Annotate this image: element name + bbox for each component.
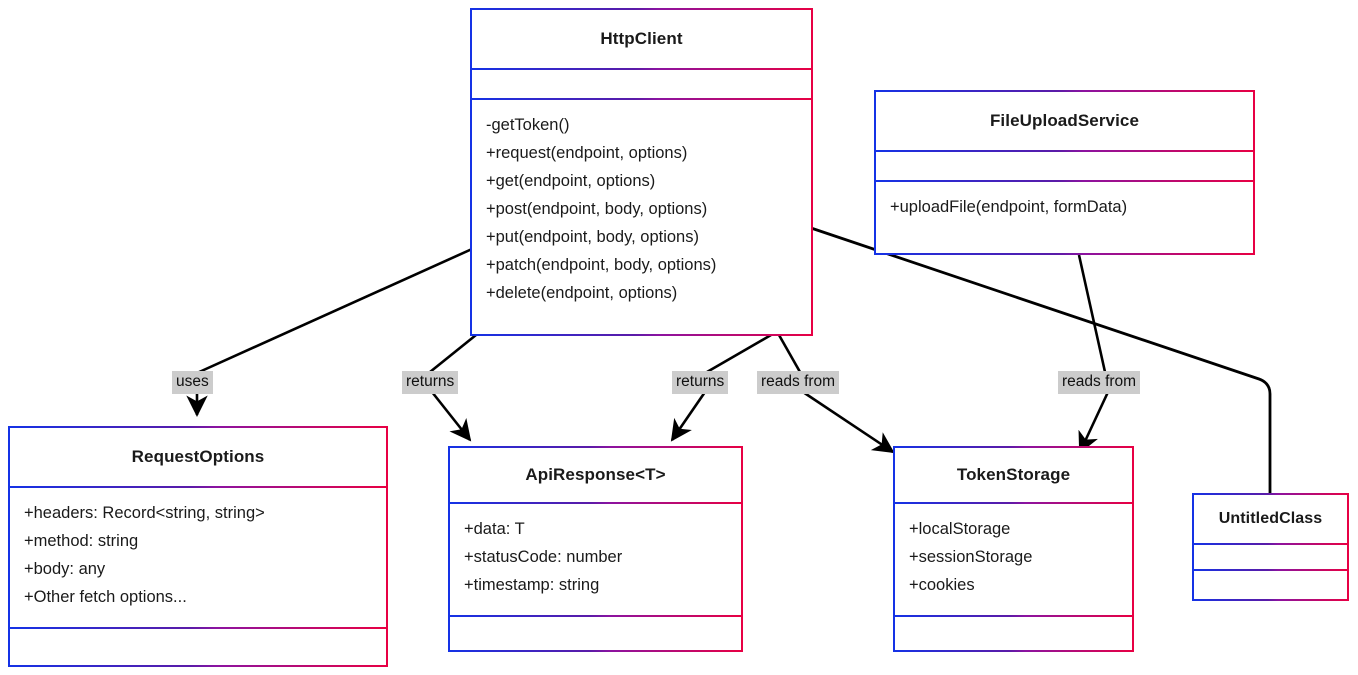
class-attributes-fileuploadservice [876,150,1253,180]
class-httpclient[interactable]: HttpClient -getToken() +request(endpoint… [470,8,813,336]
class-attributes-tokenstorage: +localStorage +sessionStorage +cookies [895,502,1132,615]
edge-label-uses: uses [172,371,213,394]
member-item: +Other fetch options... [24,588,187,606]
class-attributes-httpclient [472,68,811,98]
class-tokenstorage[interactable]: TokenStorage +localStorage +sessionStora… [893,446,1134,652]
class-title-apiresponse: ApiResponse<T> [450,448,741,502]
member-item: +cookies [909,576,975,594]
class-title-httpclient: HttpClient [472,10,811,68]
member-item: +request(endpoint, options) [486,144,688,162]
class-fileuploadservice[interactable]: FileUploadService +uploadFile(endpoint, … [874,90,1255,255]
class-methods-tokenstorage [895,615,1132,650]
edge-reads-from-2 [1077,254,1110,454]
member-item: +sessionStorage [909,548,1033,566]
member-item: +headers: Record<string, string> [24,504,265,522]
member-item: +localStorage [909,520,1011,538]
class-title-requestoptions: RequestOptions [10,428,386,486]
edge-label-returns-1: returns [402,371,459,394]
class-methods-httpclient: -getToken() +request(endpoint, options) … [472,98,811,334]
edge-label-reads-from-2: reads from [1058,371,1141,394]
class-methods-apiresponse [450,615,741,650]
member-item: +data: T [464,520,525,538]
member-item: +patch(endpoint, body, options) [486,256,717,274]
class-apiresponse[interactable]: ApiResponse<T> +data: T +statusCode: num… [448,446,743,652]
class-methods-untitledclass [1194,569,1347,599]
class-requestoptions[interactable]: RequestOptions +headers: Record<string, … [8,426,388,667]
member-item: +body: any [24,560,106,578]
member-item: +method: string [24,532,139,550]
member-item: +statusCode: number [464,548,623,566]
member-item: +delete(endpoint, options) [486,284,678,302]
member-item: +put(endpoint, body, options) [486,228,699,246]
member-item: +post(endpoint, body, options) [486,200,708,218]
edge-label-reads-from-1: reads from [757,371,840,394]
member-item: +timestamp: string [464,576,600,594]
class-title-tokenstorage: TokenStorage [895,448,1132,502]
class-attributes-apiresponse: +data: T +statusCode: number +timestamp:… [450,502,741,615]
edge-label-returns-2: returns [672,371,729,394]
class-attributes-requestoptions: +headers: Record<string, string> +method… [10,486,386,627]
class-attributes-untitledclass [1194,543,1347,569]
class-methods-requestoptions [10,627,386,665]
class-title-fileuploadservice: FileUploadService [876,92,1253,150]
member-item: +uploadFile(endpoint, formData) [890,198,1128,216]
member-item: +get(endpoint, options) [486,172,656,190]
class-title-untitledclass: UntitledClass [1194,495,1347,543]
class-methods-fileuploadservice: +uploadFile(endpoint, formData) [876,180,1253,253]
class-untitledclass[interactable]: UntitledClass [1192,493,1349,601]
member-item: -getToken() [486,116,570,134]
